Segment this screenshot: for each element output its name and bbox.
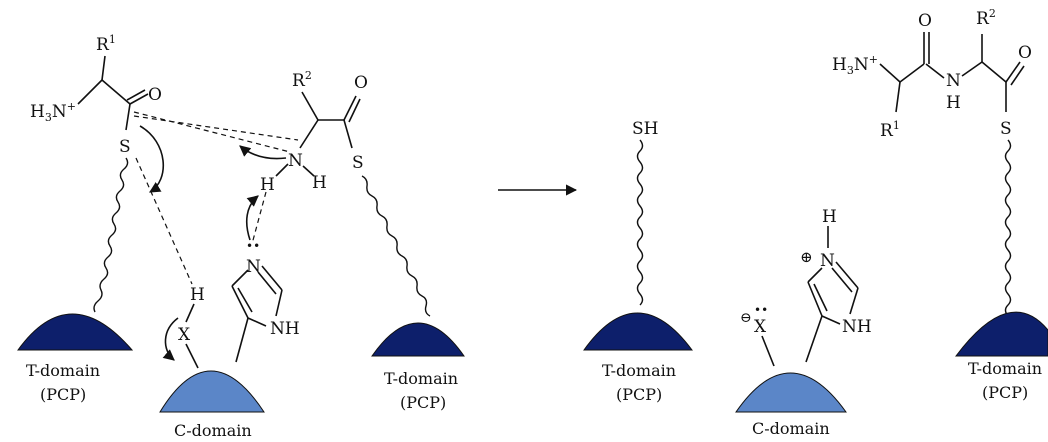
ammonium-group: H3N+: [832, 53, 878, 77]
ammonium-group: H3N+: [30, 100, 76, 124]
t-domain-label-right: T-domain: [384, 369, 458, 388]
imidazole-nitrogen: N: [246, 257, 261, 277]
pcp-label-right: (PCP): [400, 393, 446, 412]
aminoacyl-2: R2 O N H H S: [260, 69, 368, 195]
amide-hydrogen: H: [946, 93, 961, 113]
pcp-label-free: (PCP): [616, 385, 662, 404]
c-domain-label-left: C-domain: [174, 421, 252, 440]
catalytic-residue-x: H X: [178, 285, 205, 369]
r-group: R2: [292, 69, 312, 91]
t-domain-label-left: T-domain: [26, 361, 100, 380]
imidazole-nh: NH: [842, 317, 872, 337]
oxygen-atom: O: [918, 11, 932, 31]
thiol-group: SH: [632, 119, 658, 139]
oxygen-atom: O: [354, 73, 368, 93]
amine-hydrogen: H: [312, 173, 327, 193]
x-residue: X: [178, 325, 191, 345]
ppant-arm-right: [361, 175, 431, 317]
r-group: R1: [880, 119, 900, 141]
ppant-arm-left: [93, 157, 129, 313]
t-domain-shape-right: [371, 322, 465, 357]
x-residue: X: [754, 317, 767, 337]
plus-charge-icon: ⊕: [800, 248, 813, 266]
t-domain-label-free: T-domain: [602, 361, 676, 380]
c-domain-shape-left: [159, 370, 265, 413]
pcp-label-left: (PCP): [40, 385, 86, 404]
lone-pair: ••: [754, 303, 768, 317]
h-atom: H: [190, 285, 205, 305]
aminoacyl-1: R1 H3N+ O S: [30, 33, 162, 157]
histidine-imidazole-left: •• N NH: [231, 239, 300, 363]
sulfur-atom: S: [1000, 119, 1012, 139]
r-group: R2: [976, 7, 996, 29]
amide-nitrogen: N: [946, 71, 961, 91]
minus-charge-icon: ⊖: [740, 310, 752, 326]
sulfur-atom: S: [119, 137, 131, 157]
lone-pair: ••: [246, 239, 260, 253]
t-domain-label-product: T-domain: [968, 359, 1042, 378]
sulfur-atom: S: [352, 153, 364, 173]
imidazolium-nitrogen: N: [820, 251, 835, 271]
dipeptide-product: H3N+ R1 O N H R2 O S: [832, 7, 1032, 141]
c-domain-shape-right: [735, 372, 847, 413]
c-domain-label-right: C-domain: [752, 419, 830, 438]
r-group: R1: [96, 33, 116, 55]
pcp-label-product: (PCP): [982, 383, 1028, 402]
t-domain-shape-free: [583, 312, 693, 351]
n-hydrogen: H: [822, 207, 837, 227]
amine-hydrogen: H: [260, 175, 275, 195]
oxygen-atom: O: [148, 85, 162, 105]
t-domain-shape-product: [954, 311, 1048, 357]
imidazole-nh: NH: [270, 319, 300, 339]
ppant-arm-product: [1004, 139, 1012, 317]
oxygen-atom: O: [1018, 43, 1032, 63]
catalytic-residue-x-anion: ⊖ •• X: [740, 303, 775, 367]
ppant-arm-free: [636, 139, 644, 306]
histidine-imidazolium-right: H ⊕ N NH: [800, 207, 872, 363]
t-domain-shape-left: [17, 313, 134, 351]
amine-nitrogen: N: [288, 151, 303, 171]
